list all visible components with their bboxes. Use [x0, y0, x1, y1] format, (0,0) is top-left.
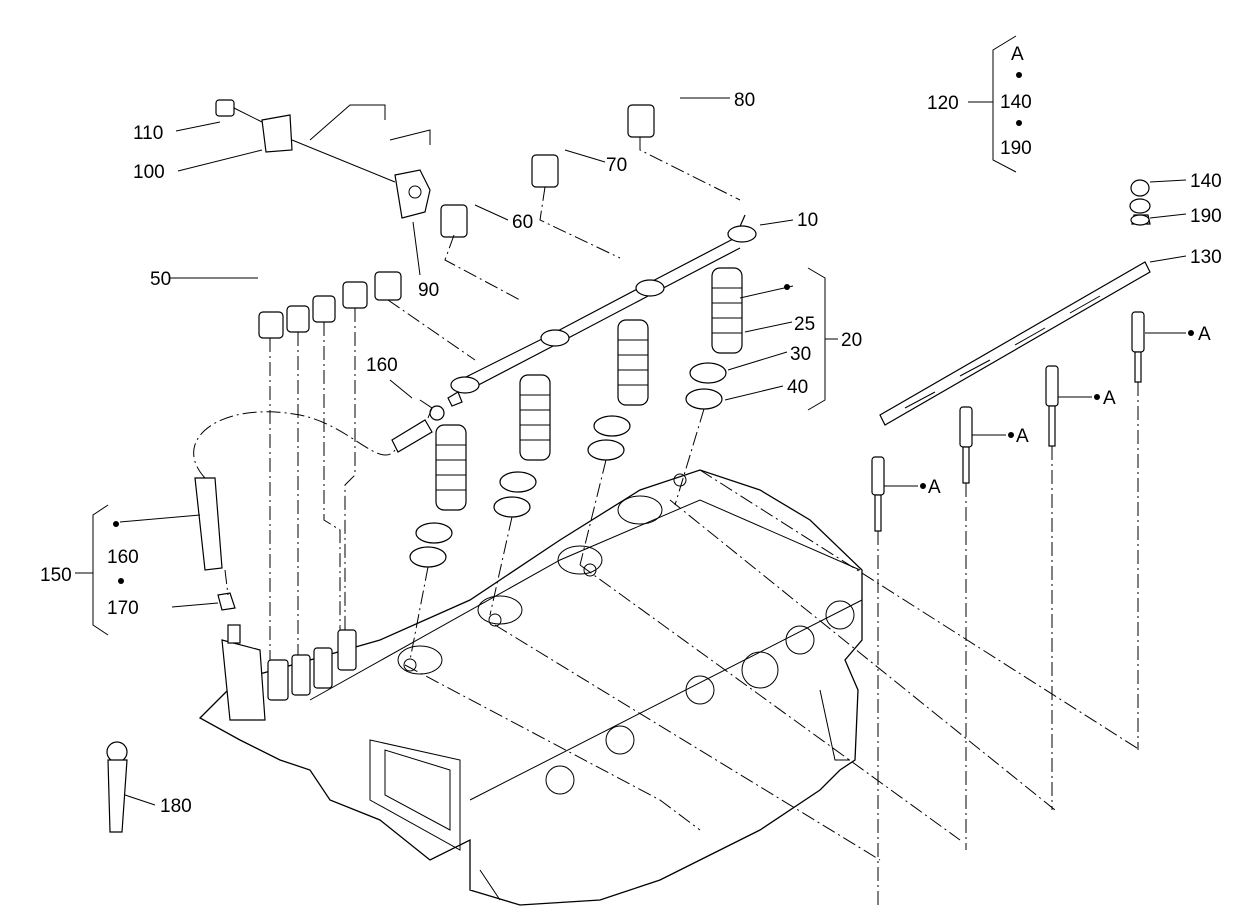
kit120-item-2: 190: [1000, 138, 1032, 159]
glow-marker-1: A: [928, 477, 941, 498]
glow-plugs: [871, 311, 1145, 532]
callout-180: 180: [160, 796, 192, 817]
kit120-item-1: 140: [1000, 92, 1032, 113]
kit120-a: A: [1011, 44, 1024, 65]
callout-140: 140: [1190, 171, 1222, 192]
leader-lines: [75, 35, 1187, 806]
callout-10: 10: [797, 210, 818, 231]
leak-off-hose: [193, 399, 445, 611]
glow-plug-bus-bar: [879, 179, 1151, 426]
callout-130: 130: [1190, 247, 1222, 268]
callout-110: 110: [133, 123, 163, 144]
callout-30: 30: [790, 344, 811, 365]
glow-marker-4: A: [1198, 324, 1211, 345]
injector-3: [587, 319, 649, 461]
glow-plug-4: [1131, 311, 1145, 383]
callout-50: 50: [150, 269, 171, 290]
leak-off-line: [447, 214, 757, 407]
injector-1: [409, 424, 467, 568]
injectors: [409, 267, 743, 568]
assembly-centre-lines: [224, 137, 1141, 905]
injector-2: [493, 374, 551, 518]
pipe-clamp: [215, 99, 431, 219]
pump-outlet-fittings: [221, 624, 357, 721]
glow-plug-2: [959, 406, 973, 484]
callout-100: 100: [133, 162, 165, 183]
callout-70: 70: [606, 155, 627, 176]
callout-160-top: 160: [366, 355, 398, 376]
callout-labels: 80 70 60 10 50 110 100 90 25 30 40 20 16…: [40, 44, 1222, 817]
glow-marker-2: A: [1016, 426, 1029, 447]
kit150-item-1: 160: [107, 547, 139, 568]
callout-90: 90: [418, 280, 439, 301]
callout-20: 20: [841, 330, 862, 351]
kit150-item-2: 170: [107, 598, 139, 619]
cylinder-head: [198, 469, 863, 906]
callout-25: 25: [794, 314, 815, 335]
callout-190: 190: [1190, 206, 1222, 227]
callout-150: 150: [40, 565, 72, 586]
injection-pipe-set: [248, 23, 655, 339]
glow-plug-1: [871, 456, 885, 532]
callout-40: 40: [787, 377, 808, 398]
glow-plug-3: [1045, 365, 1059, 447]
injector-4: [685, 267, 743, 410]
callout-60: 60: [512, 212, 533, 233]
callout-80: 80: [734, 90, 755, 111]
bullet-dots: [113, 72, 1194, 584]
callout-120: 120: [927, 93, 959, 114]
tool-180: [106, 741, 128, 833]
glow-marker-3: A: [1103, 388, 1116, 409]
